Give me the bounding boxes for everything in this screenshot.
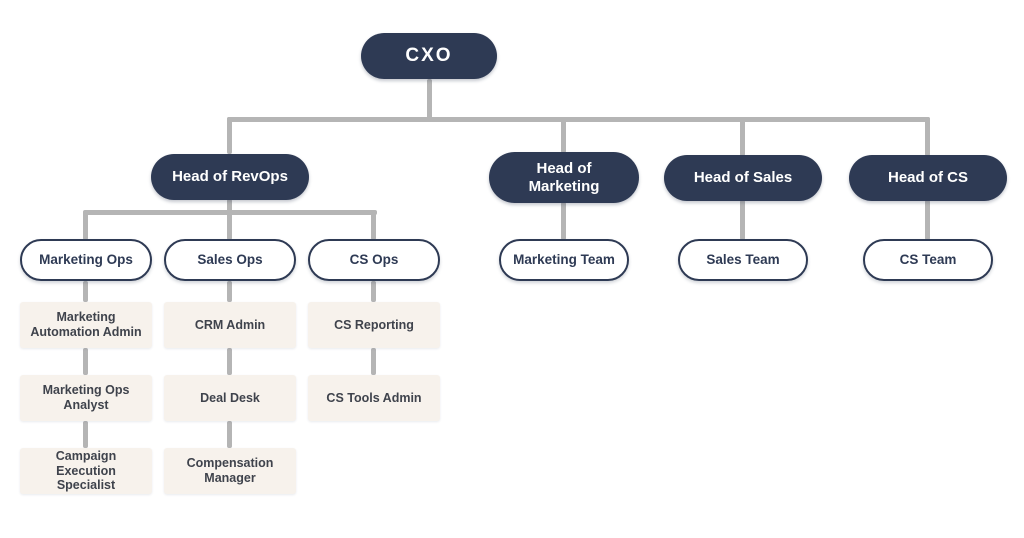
connector-cxo-down: [427, 79, 432, 122]
org-node-head-of-sales: Head of Sales: [664, 155, 822, 201]
org-node-marketing-team: Marketing Team: [499, 239, 629, 281]
connector-mops-row2: [83, 348, 88, 375]
connector-sops-row2: [227, 348, 232, 375]
org-node-sales-ops: Sales Ops: [164, 239, 296, 281]
org-node-compensation-manager: Compensation Manager: [164, 448, 296, 494]
connector-level1-horizontal: [227, 117, 930, 122]
org-node-cs-team: CS Team: [863, 239, 993, 281]
connector-sales-team: [740, 200, 745, 240]
org-node-deal-desk: Deal Desk: [164, 375, 296, 421]
connector-drop-cs-ops: [371, 210, 376, 240]
org-node-campaign-execution-specialist: Campaign Execution Specialist: [20, 448, 152, 494]
org-node-cxo: CXO: [361, 33, 497, 79]
connector-drop-sales-ops: [227, 210, 232, 240]
connector-drop-head-cs: [925, 117, 930, 156]
connector-drop-head-revops: [227, 117, 232, 154]
connector-sops-row3: [227, 421, 232, 448]
org-node-marketing-ops-analyst: Marketing Ops Analyst: [20, 375, 152, 421]
org-node-head-of-marketing: Head of Marketing: [489, 152, 639, 203]
connector-csops-row2: [371, 348, 376, 375]
org-node-crm-admin: CRM Admin: [164, 302, 296, 348]
connector-drop-head-sales: [740, 117, 745, 156]
connector-drop-marketing-ops: [83, 210, 88, 240]
org-node-cs-reporting: CS Reporting: [308, 302, 440, 348]
connector-cs-team: [925, 200, 930, 240]
connector-mops-row1: [83, 281, 88, 302]
connector-marketing-team: [561, 202, 566, 240]
org-node-marketing-automation-admin: Marketing Automation Admin: [20, 302, 152, 348]
org-node-cs-ops: CS Ops: [308, 239, 440, 281]
org-node-marketing-ops: Marketing Ops: [20, 239, 152, 281]
connector-drop-head-marketing: [561, 117, 566, 153]
org-node-cs-tools-admin: CS Tools Admin: [308, 375, 440, 421]
connector-csops-row1: [371, 281, 376, 302]
org-node-sales-team: Sales Team: [678, 239, 808, 281]
connector-revops-down: [227, 199, 232, 215]
connector-mops-row3: [83, 421, 88, 448]
org-node-head-of-revops: Head of RevOps: [151, 154, 309, 200]
connector-sops-row1: [227, 281, 232, 302]
org-node-head-of-cs: Head of CS: [849, 155, 1007, 201]
